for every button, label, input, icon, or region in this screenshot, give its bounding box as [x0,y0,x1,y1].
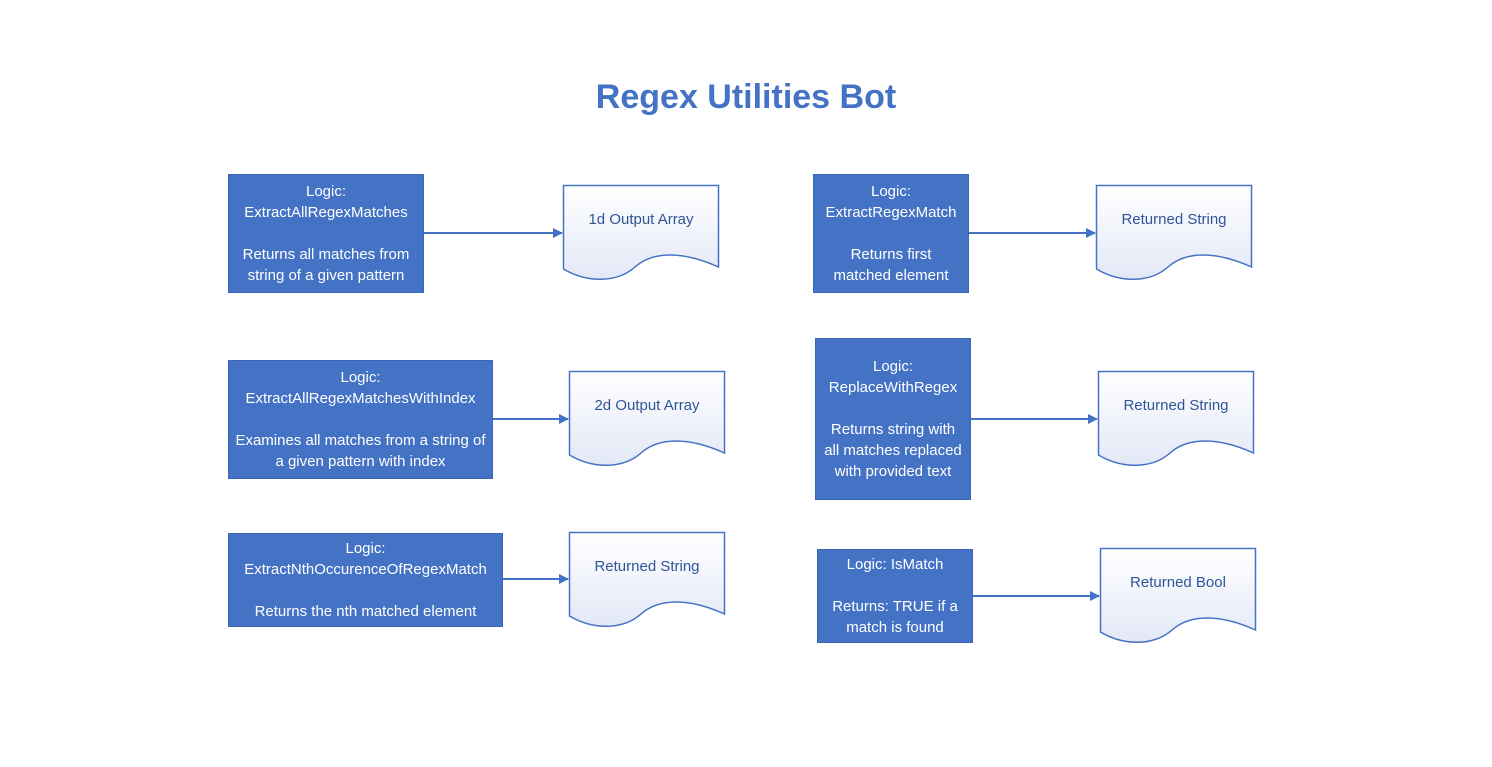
logic-name: ExtractAllRegexMatches [244,204,408,221]
logic-name: ExtractNthOccurenceOfRegexMatch [244,561,487,578]
output-label: Returned String [1121,211,1227,228]
output-label: Returned String [1123,397,1229,414]
logic-box-replace-with-regex: Logic: ReplaceWithRegex Returns string w… [815,338,971,500]
output-document-3: Returned String [568,531,726,628]
logic-box-extract-all-regex-matches-with-index: Logic: ExtractAllRegexMatchesWithIndex E… [228,360,493,479]
logic-name: ExtractRegexMatch [825,204,957,221]
logic-prefix: Logic: [345,540,386,557]
logic-description: Returns all matches from string of a giv… [242,246,410,284]
logic-prefix: Logic: [870,183,912,200]
logic-description: Returns first matched element [833,246,949,284]
logic-name: ExtractAllRegexMatchesWithIndex [245,390,476,407]
logic-description: Returns string with all matches replaced… [824,421,962,480]
output-document-6: Returned Bool [1099,547,1257,644]
logic-box-is-match: Logic: IsMatch Returns: TRUE if a match … [817,549,973,643]
logic-prefix: Logic: IsMatch [846,556,944,573]
document-shape [1097,370,1255,466]
output-document-1: 1d Output Array [562,184,720,281]
logic-description: Returns the nth matched element [254,603,477,620]
document-shape [562,184,720,280]
logic-description: Examines all matches from a string of a … [235,432,486,470]
document-shape [1095,184,1253,280]
logic-prefix: Logic: [340,369,381,386]
document-shape [1099,547,1257,643]
logic-prefix: Logic: [305,183,347,200]
diagram-title: Regex Utilities Bot [595,78,897,116]
output-label: Returned Bool [1130,574,1226,591]
document-shape [568,370,726,466]
output-label: 1d Output Array [588,211,694,228]
logic-box-extract-nth-occurence: Logic: ExtractNthOccurenceOfRegexMatch R… [228,533,503,627]
output-label: Returned String [594,558,700,575]
logic-name: ReplaceWithRegex [828,379,958,396]
document-shape [568,531,726,627]
output-document-5: Returned String [1097,370,1255,467]
output-document-2: 2d Output Array [568,370,726,467]
logic-box-extract-regex-match: Logic: ExtractRegexMatch Returns first m… [813,174,969,293]
logic-prefix: Logic: [872,358,914,375]
logic-description: Returns: TRUE if a match is found [832,598,958,636]
output-label: 2d Output Array [594,397,700,414]
output-document-4: Returned String [1095,184,1253,281]
logic-box-extract-all-regex-matches: Logic: ExtractAllRegexMatches Returns al… [228,174,424,293]
